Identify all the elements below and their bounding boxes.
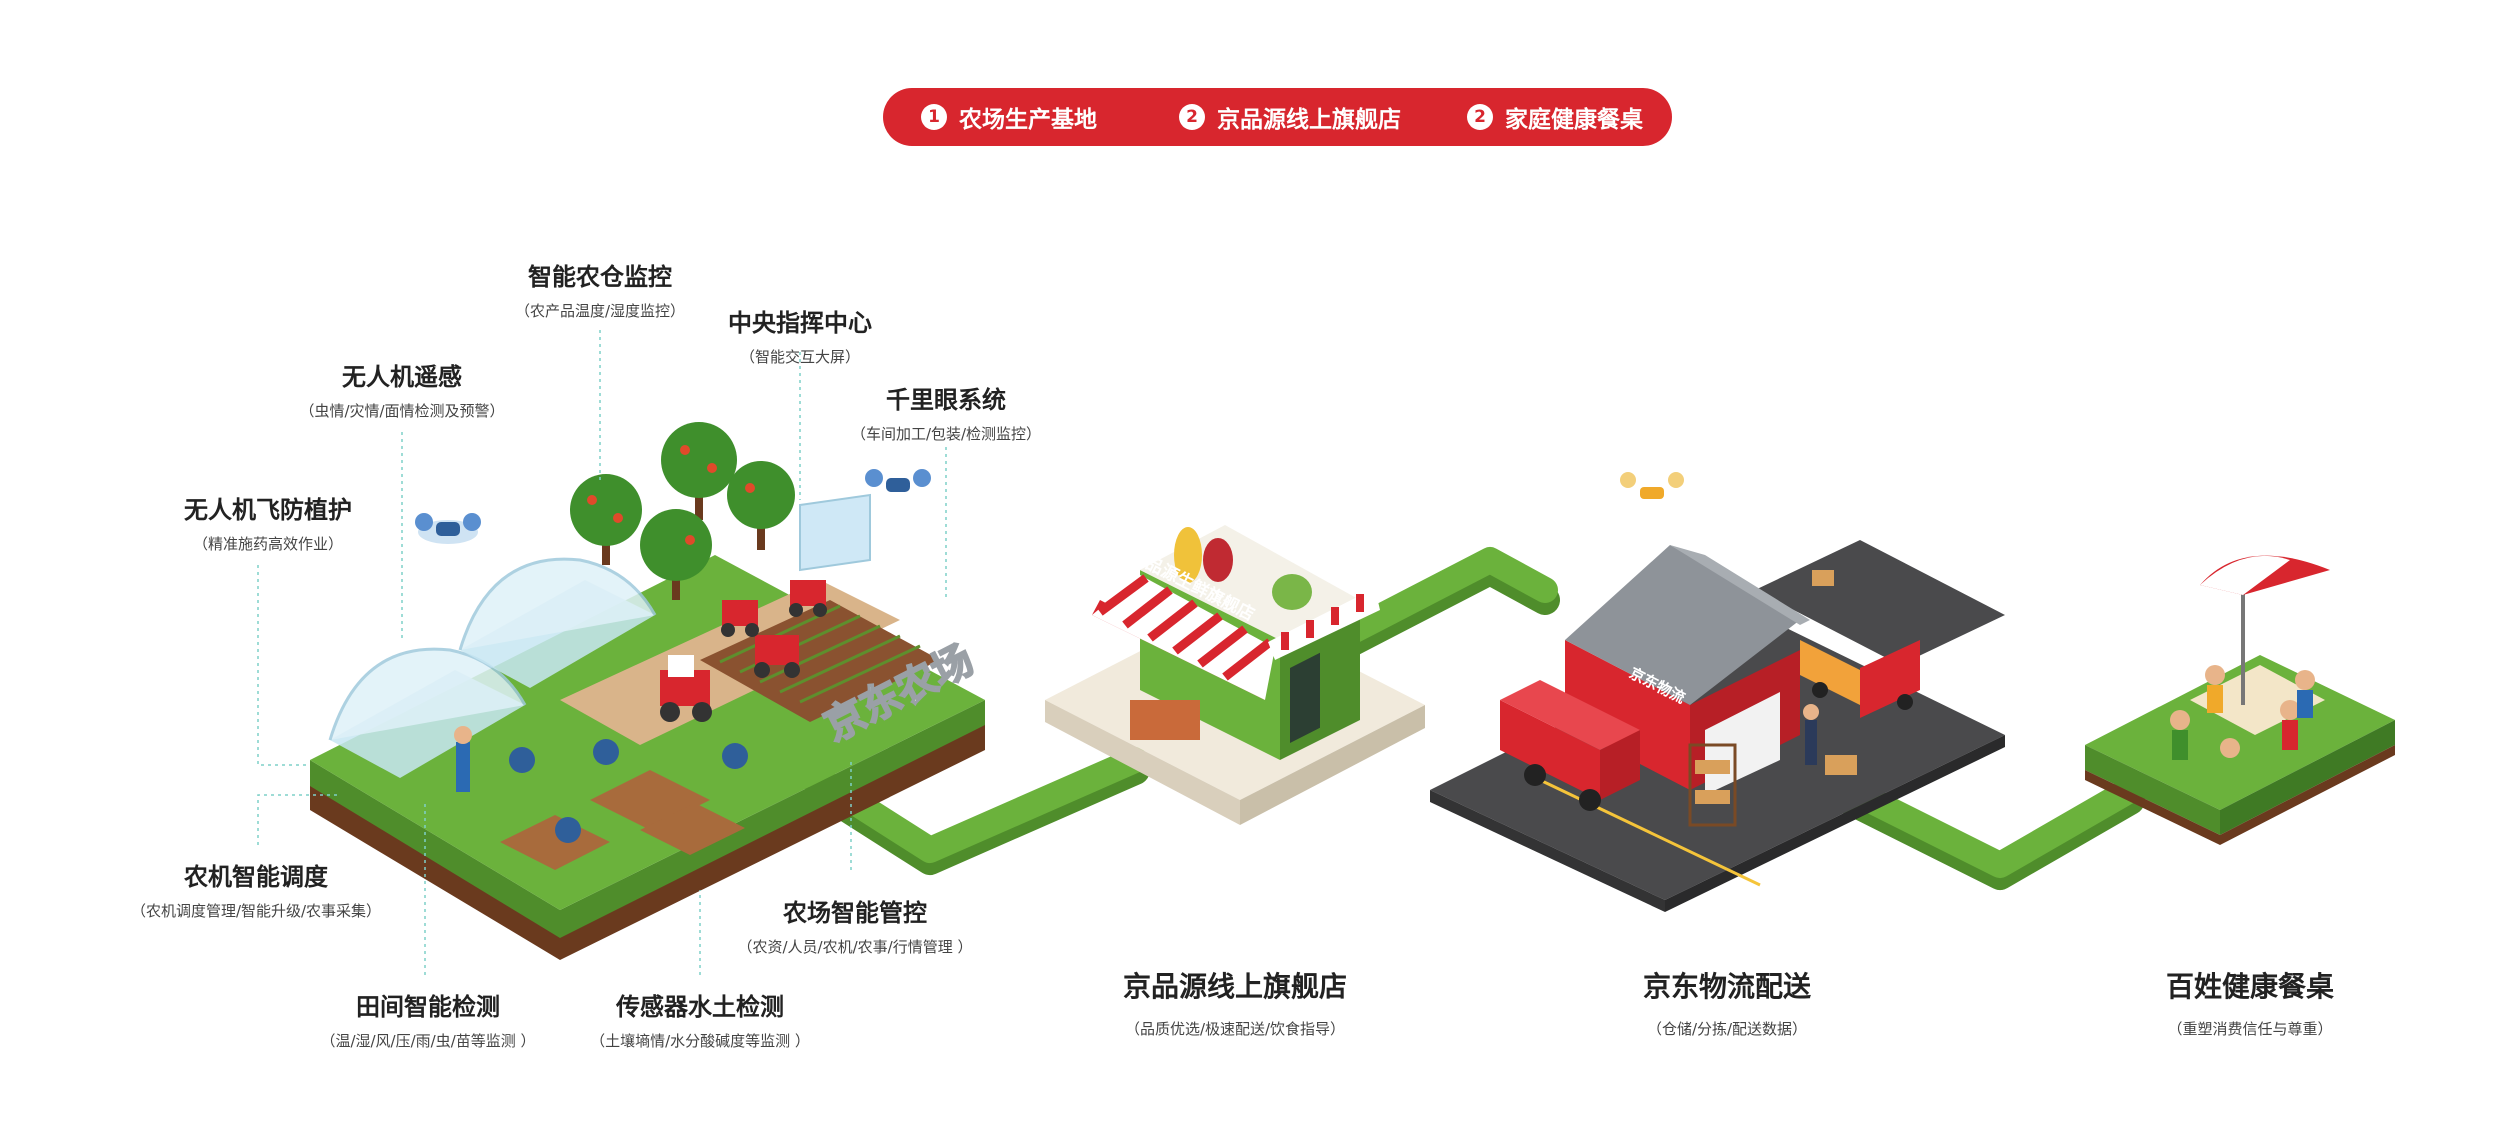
label-title: 田间智能检测 xyxy=(356,993,500,1021)
label-sub: （农机调度管理/智能升级/农事采集） xyxy=(130,902,382,920)
step-number: 2 xyxy=(1467,104,1493,130)
label-sub: （智能交互大屏） xyxy=(739,348,860,366)
step-label: 家庭健康餐桌 xyxy=(1505,107,1643,133)
label-title: 中央指挥中心 xyxy=(728,309,872,337)
leader-lines xyxy=(257,330,947,975)
farm-island: 京东农场 xyxy=(310,422,985,960)
label-sub: （农资/人员/农机/农事/行情管理 ） xyxy=(737,938,973,956)
logistics-hub: 京东物流 xyxy=(1430,540,2005,912)
stage-store: 京品源线上旗舰店 （品质优选/极速配送/饮食指导） xyxy=(1123,970,1347,1040)
label-title: 无人机遥感 xyxy=(341,363,462,391)
dining-island xyxy=(2085,555,2395,845)
label-farm-control: 农场智能管控 （农资/人员/农机/农事/行情管理 ） xyxy=(738,898,973,958)
label-sub: （虫情/灾情/面情检测及预警） xyxy=(299,402,505,420)
label-sub: （土壤墒情/水分酸碱度等监测 ） xyxy=(590,1032,810,1050)
label-title: 无人机飞防植护 xyxy=(184,496,352,524)
label-machinery-dispatch: 农机智能调度 （农机调度管理/智能升级/农事采集） xyxy=(131,862,381,922)
stage-title: 百姓健康餐桌 xyxy=(2165,970,2335,1003)
drone-icon xyxy=(415,513,481,544)
step-store[interactable]: 2 京品源线上旗舰店 xyxy=(1179,88,1401,146)
step-label: 农场生产基地 xyxy=(959,107,1097,133)
stage-sub: （品质优选/极速配送/饮食指导） xyxy=(1124,1020,1346,1038)
step-label: 京品源线上旗舰店 xyxy=(1217,107,1401,133)
label-command-center: 中央指挥中心 （智能交互大屏） xyxy=(728,308,872,368)
label-field-detection: 田间智能检测 （温/湿/风/压/雨/虫/苗等监测 ） xyxy=(320,992,535,1052)
label-title: 农场智能管控 xyxy=(783,899,927,927)
process-steps-bar: 1 农场生产基地 2 京品源线上旗舰店 2 家庭健康餐桌 xyxy=(883,88,1672,146)
label-sub: （车间加工/包装/检测监控） xyxy=(850,425,1042,443)
step-number: 2 xyxy=(1179,104,1205,130)
label-sub: （农产品温度/湿度监控） xyxy=(514,302,686,320)
label-title: 传感器水土检测 xyxy=(615,993,784,1021)
label-sub: （温/湿/风/压/雨/虫/苗等监测 ） xyxy=(320,1032,536,1050)
stage-title: 京品源线上旗舰店 xyxy=(1122,970,1348,1003)
step-farm[interactable]: 1 农场生产基地 xyxy=(921,88,1097,146)
label-title: 智能农仓监控 xyxy=(528,263,672,291)
drone-icon xyxy=(865,469,931,492)
label-drone-protect: 无人机飞防植护 （精准施药高效作业） xyxy=(184,495,352,555)
stage-sub: （仓储/分拣/配送数据） xyxy=(1646,1020,1808,1038)
stage-title: 京东物流配送 xyxy=(1642,970,1812,1003)
label-sensor-detection: 传感器水土检测 （土壤墒情/水分酸碱度等监测 ） xyxy=(590,992,810,1052)
stage-sub: （重塑消费信任与尊重） xyxy=(2167,1020,2333,1038)
drone-icon xyxy=(1620,472,1684,499)
label-qianliyan: 千里眼系统 （车间加工/包装/检测监控） xyxy=(851,385,1041,445)
step-table[interactable]: 2 家庭健康餐桌 xyxy=(1467,88,1643,146)
step-number: 1 xyxy=(921,104,947,130)
label-drone-sensing: 无人机遥感 （虫情/灾情/面情检测及预警） xyxy=(299,362,504,422)
label-title: 农机智能调度 xyxy=(183,863,328,891)
stage-logistics: 京东物流配送 （仓储/分拣/配送数据） xyxy=(1643,970,1811,1040)
store-building: 京品源生鲜旗舰店 xyxy=(1045,525,1425,825)
label-sub: （精准施药高效作业） xyxy=(192,535,343,553)
label-warehouse-monitor: 智能农仓监控 （农产品温度/湿度监控） xyxy=(515,262,685,322)
label-title: 千里眼系统 xyxy=(885,386,1006,414)
stage-table: 百姓健康餐桌 （重塑消费信任与尊重） xyxy=(2166,970,2334,1040)
